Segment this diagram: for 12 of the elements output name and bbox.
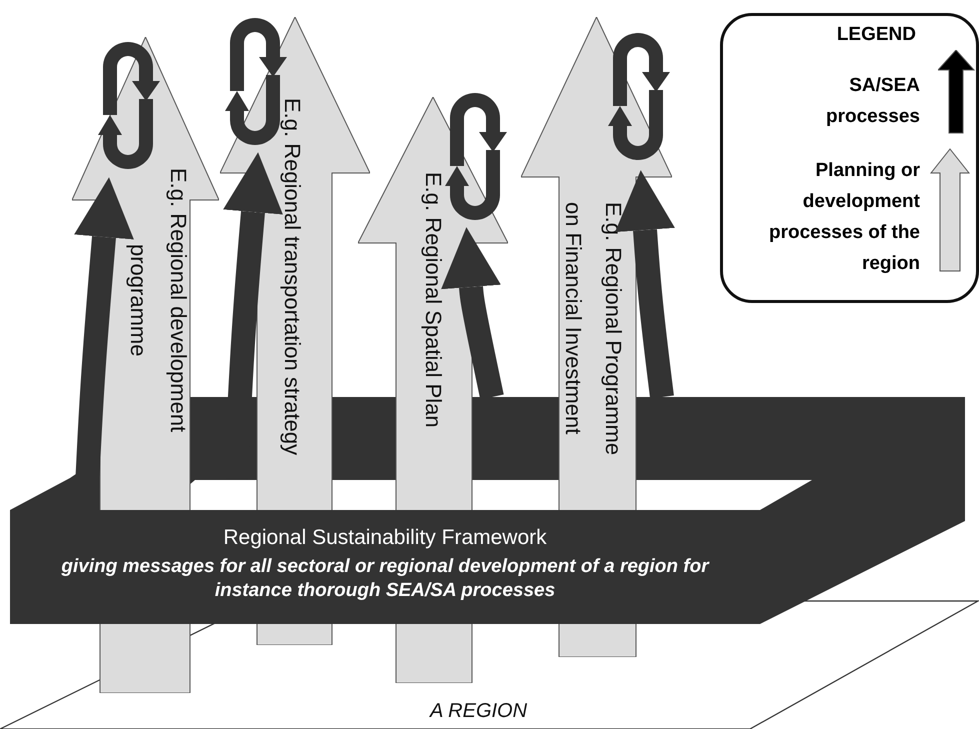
legend-text: Planning or development processes of the region [768, 159, 920, 276]
arrow-label: E.g. Regional transportation strategy [279, 98, 306, 458]
legend-text: SA/SEA processes [824, 74, 920, 129]
region-label: A REGION [430, 700, 528, 723]
band-subtitle: giving messages for all sectoral or regional development of a region for instance thorough SEA/SA processes [60, 555, 710, 603]
legend-title: LEGEND [836, 24, 916, 46]
arrow-label: E.g. Regional development programme [125, 166, 192, 434]
sea-process-arrow [615, 170, 675, 398]
band-title: Regional Sustainability Framework [222, 526, 548, 550]
arrow-label: E.g. Regional Spatial Plan [420, 172, 447, 430]
sea-process-arrow [441, 227, 504, 400]
arrow-label: E.g. Regional Programme on Financial Investment [560, 202, 627, 458]
